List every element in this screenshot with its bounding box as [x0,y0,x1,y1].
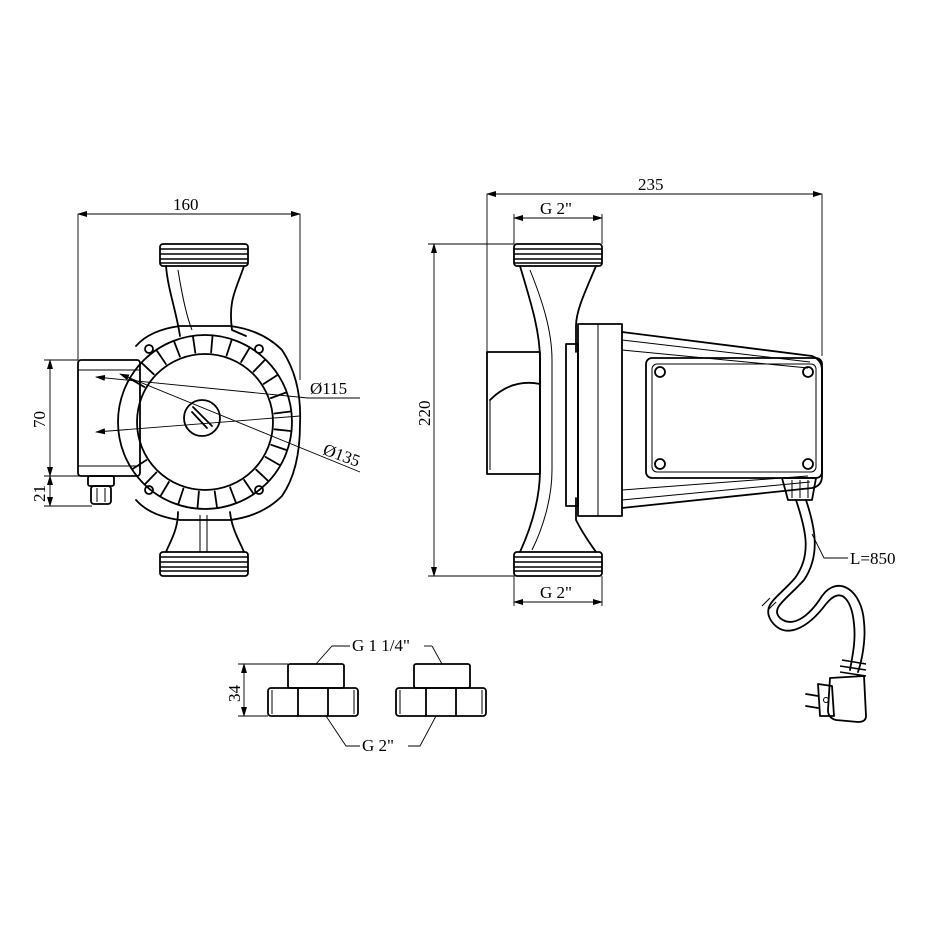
front-box-height-label: 70 [30,411,49,428]
cooling-fin [243,479,255,495]
union-nut-left [267,663,359,717]
cooling-fin [210,335,214,354]
power-cable [767,499,856,671]
side-bottom-thread-label: G 2" [540,583,572,602]
power-plug [805,659,867,723]
side-height-label: 220 [415,401,434,427]
cooling-fin [262,374,279,385]
front-flange [135,325,302,521]
cooling-fin [229,486,237,504]
cooling-fin [159,481,170,497]
inner-diameter-label: Ø115 [310,379,347,398]
front-top-nozzle [159,243,249,337]
front-gland-label: 21 [30,485,49,502]
side-view [486,243,867,723]
front-bottom-nozzle [159,511,249,577]
side-top-nozzle [513,243,603,267]
volute-housing [519,265,541,553]
outer-diameter-label: Ø135 [321,440,363,471]
union-dimensions [238,645,443,747]
cable-length-label: L=850 [850,549,895,568]
cooling-fin [155,349,167,365]
cable-gland-side [781,477,817,501]
cooling-fin [273,428,292,432]
cable-gland-front [87,475,115,505]
union-height-label: 34 [225,685,244,703]
pipe-stub [486,351,541,475]
cooling-fin [240,347,251,363]
cooling-fin [225,339,233,357]
motor-outer-ring [117,334,293,510]
front-width-label: 160 [173,195,199,214]
cooling-fin [264,456,281,466]
cooling-fin [144,471,158,485]
front-view [77,243,361,577]
rotor-cap [183,399,221,437]
cooling-fin [196,490,200,509]
cooling-fin [252,359,266,373]
union-nut-right [395,663,487,717]
side-dimensions [428,191,848,606]
front-dimensions [44,211,301,507]
side-top-thread-label: G 2" [540,199,572,218]
cooling-fin [270,443,288,451]
cooling-fin [177,487,185,505]
union-large-thread-label: G 2" [362,736,394,755]
cooling-fin [141,362,155,376]
side-flange-inner [565,343,579,507]
cooling-fin [192,335,197,354]
cooling-fin [213,490,218,509]
motor-inner-ring [136,353,274,491]
side-bottom-nozzle [513,551,603,577]
cooling-fins [129,335,292,509]
cooling-fin [273,410,292,415]
side-flange [577,323,623,517]
cooling-fin [173,340,181,358]
side-length-label: 235 [638,175,664,194]
terminal-box-side [645,357,823,479]
cooling-fin [255,468,269,482]
union-small-thread-label: G 1 1/4" [352,636,410,655]
